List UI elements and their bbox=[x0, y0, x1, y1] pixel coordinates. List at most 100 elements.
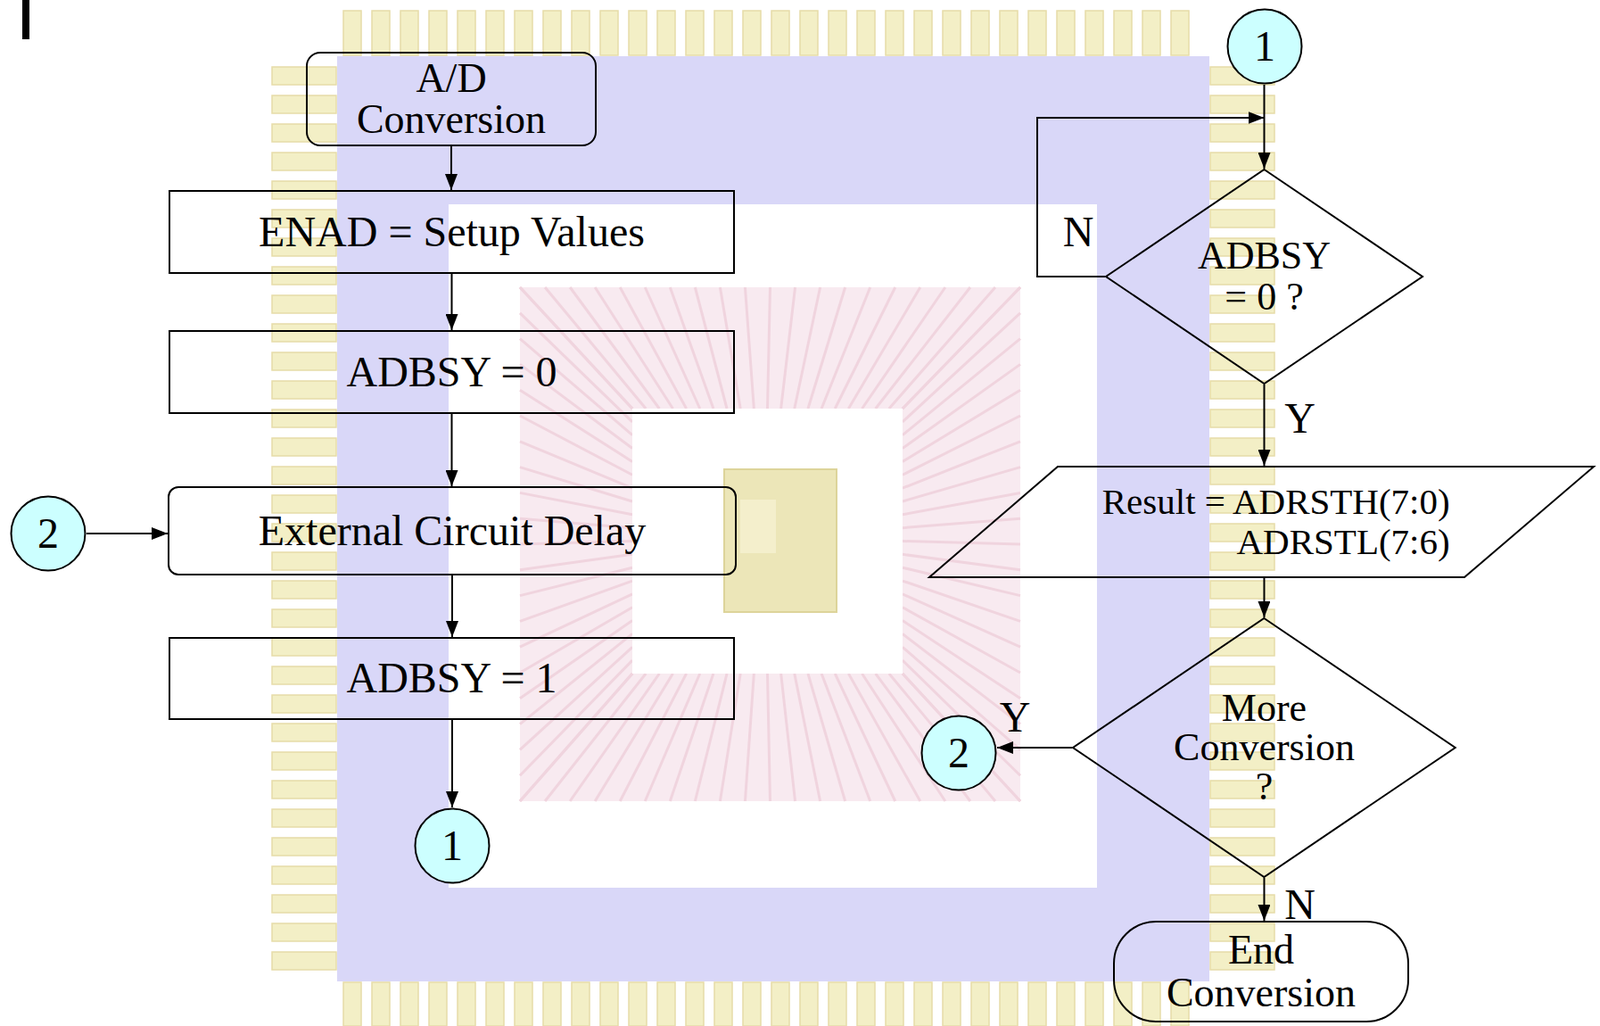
package-pin bbox=[771, 981, 790, 1026]
flow-arrow bbox=[451, 413, 454, 487]
process-box: ENAD = Setup Values bbox=[168, 189, 735, 274]
package-pin bbox=[272, 723, 337, 742]
package-pin bbox=[828, 981, 847, 1026]
bond-wire bbox=[744, 287, 754, 409]
package-pin bbox=[742, 10, 761, 56]
bond-wire bbox=[834, 287, 896, 409]
bond-wire bbox=[794, 673, 821, 801]
bond-wire bbox=[719, 673, 741, 801]
package-pin bbox=[657, 10, 676, 56]
package-pin bbox=[1028, 981, 1047, 1026]
bond-wire bbox=[808, 673, 846, 801]
package-pin bbox=[272, 923, 337, 941]
package-pin bbox=[885, 10, 904, 56]
package-pin bbox=[272, 637, 337, 656]
bond-wire bbox=[889, 673, 996, 801]
package-pin bbox=[1085, 10, 1104, 56]
package-pin bbox=[457, 10, 476, 56]
bond-wire bbox=[902, 541, 1021, 545]
package-pin bbox=[400, 10, 419, 56]
package-pin bbox=[272, 95, 337, 114]
bond-wire bbox=[767, 287, 771, 409]
package-pin bbox=[1210, 666, 1275, 685]
package-pin bbox=[457, 981, 476, 1026]
node-text: A/D Conversion bbox=[336, 57, 567, 141]
bond-wire bbox=[669, 673, 714, 801]
package-pin bbox=[1210, 808, 1275, 827]
flow-arrow bbox=[86, 532, 168, 535]
flow-arrow bbox=[451, 719, 454, 808]
package-pin bbox=[272, 380, 337, 399]
decision-diamond-path bbox=[1105, 169, 1423, 384]
node-text: ENAD = Setup Values bbox=[258, 208, 645, 256]
branch-label: Y bbox=[999, 695, 1031, 739]
package-pin bbox=[1028, 10, 1047, 56]
bond-wire bbox=[902, 441, 1021, 488]
package-pin bbox=[428, 981, 447, 1026]
package-pin bbox=[428, 10, 447, 56]
package-pin bbox=[742, 981, 761, 1026]
flow-arrow bbox=[1262, 877, 1265, 921]
bond-wire bbox=[902, 492, 1021, 514]
bond-wire bbox=[781, 673, 796, 801]
node-text: 2 bbox=[948, 731, 970, 775]
package-pin bbox=[628, 10, 647, 56]
bond-wire bbox=[848, 673, 920, 801]
flow-arrow bbox=[1262, 577, 1265, 618]
package-pin bbox=[272, 808, 337, 827]
node-text: Result = ADRSTH(7:0) ADRSTL(7:6) bbox=[1072, 481, 1450, 562]
package-pin bbox=[942, 10, 961, 56]
bond-wire bbox=[902, 567, 1021, 595]
bond-wire bbox=[594, 287, 673, 409]
package-pin bbox=[685, 981, 704, 1026]
flow-arrow bbox=[451, 575, 454, 637]
branch-label: Y bbox=[1284, 396, 1316, 440]
io-parallelogram: Result = ADRSTH(7:0) ADRSTL(7:6) bbox=[928, 465, 1595, 578]
package-pin bbox=[272, 552, 337, 570]
package-pin bbox=[800, 981, 818, 1026]
io-parallelogram-path bbox=[929, 466, 1594, 578]
package-pin bbox=[272, 609, 337, 627]
die-cavity bbox=[632, 408, 903, 674]
package-pin bbox=[714, 981, 733, 1026]
node-text: ADBSY = 0 bbox=[346, 348, 558, 396]
terminal-box: A/D Conversion bbox=[305, 51, 597, 147]
node-text: 1 bbox=[441, 824, 463, 867]
package-pin bbox=[971, 981, 990, 1026]
connector-circle-path bbox=[922, 716, 997, 791]
package-pin bbox=[272, 66, 337, 85]
connector-circle: 2 bbox=[9, 494, 87, 572]
bond-wire bbox=[569, 287, 660, 409]
bond-wire bbox=[902, 553, 1021, 570]
package-pin bbox=[571, 981, 590, 1026]
bond-wire bbox=[519, 553, 633, 570]
process-box: External Circuit Delay bbox=[167, 486, 737, 576]
bond-wire bbox=[744, 673, 754, 801]
package-pin bbox=[371, 10, 390, 56]
package-pin bbox=[486, 981, 504, 1026]
package-pin bbox=[272, 837, 337, 856]
package-pin bbox=[714, 10, 733, 56]
package-pin bbox=[514, 981, 533, 1026]
package-pin bbox=[1142, 981, 1161, 1026]
package-pin bbox=[272, 295, 337, 314]
node-text: ADBSY = 1 bbox=[346, 654, 558, 702]
flow-arrow bbox=[1263, 84, 1266, 169]
package-pin bbox=[1210, 352, 1275, 371]
package-pin bbox=[272, 666, 337, 685]
package-pin bbox=[657, 981, 676, 1026]
package-pin bbox=[1210, 637, 1275, 656]
node-text: End Conversion bbox=[1150, 928, 1372, 1015]
package-pin bbox=[685, 10, 704, 56]
decision-diamond-path bbox=[1072, 618, 1456, 877]
bond-wire bbox=[902, 363, 1021, 448]
package-pin bbox=[1142, 10, 1161, 56]
package-pin bbox=[486, 10, 504, 56]
package-pin bbox=[272, 352, 337, 371]
process-box: ADBSY = 0 bbox=[168, 329, 735, 414]
bond-wire bbox=[902, 287, 1021, 409]
flow-arrow bbox=[451, 273, 454, 330]
node-text: More Conversion ? bbox=[1165, 688, 1362, 807]
package-pin bbox=[971, 10, 990, 56]
package-pin bbox=[272, 266, 337, 285]
